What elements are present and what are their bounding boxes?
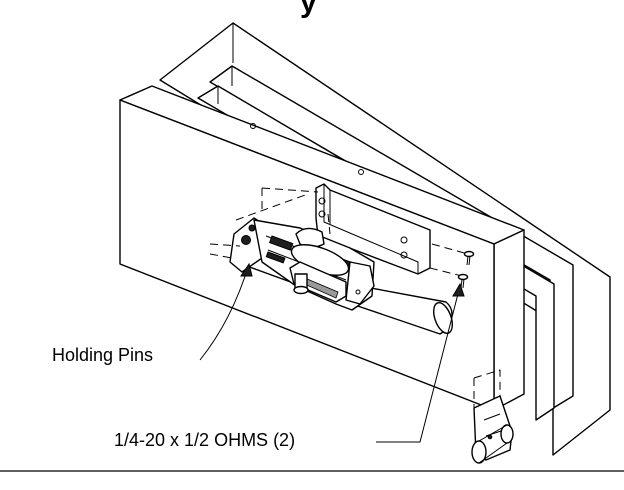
title-fragment: y bbox=[300, 0, 317, 19]
holding-pins-label: Holding Pins bbox=[52, 345, 154, 365]
alignment-lines bbox=[209, 187, 501, 408]
screws-label: 1/4-20 x 1/2 OHMS (2) bbox=[114, 430, 296, 450]
screw-lower bbox=[457, 273, 469, 289]
door-hinge bbox=[471, 395, 514, 464]
screws-leader bbox=[376, 282, 465, 443]
holding-pins-leader bbox=[199, 262, 253, 361]
screw-upper bbox=[463, 250, 475, 266]
